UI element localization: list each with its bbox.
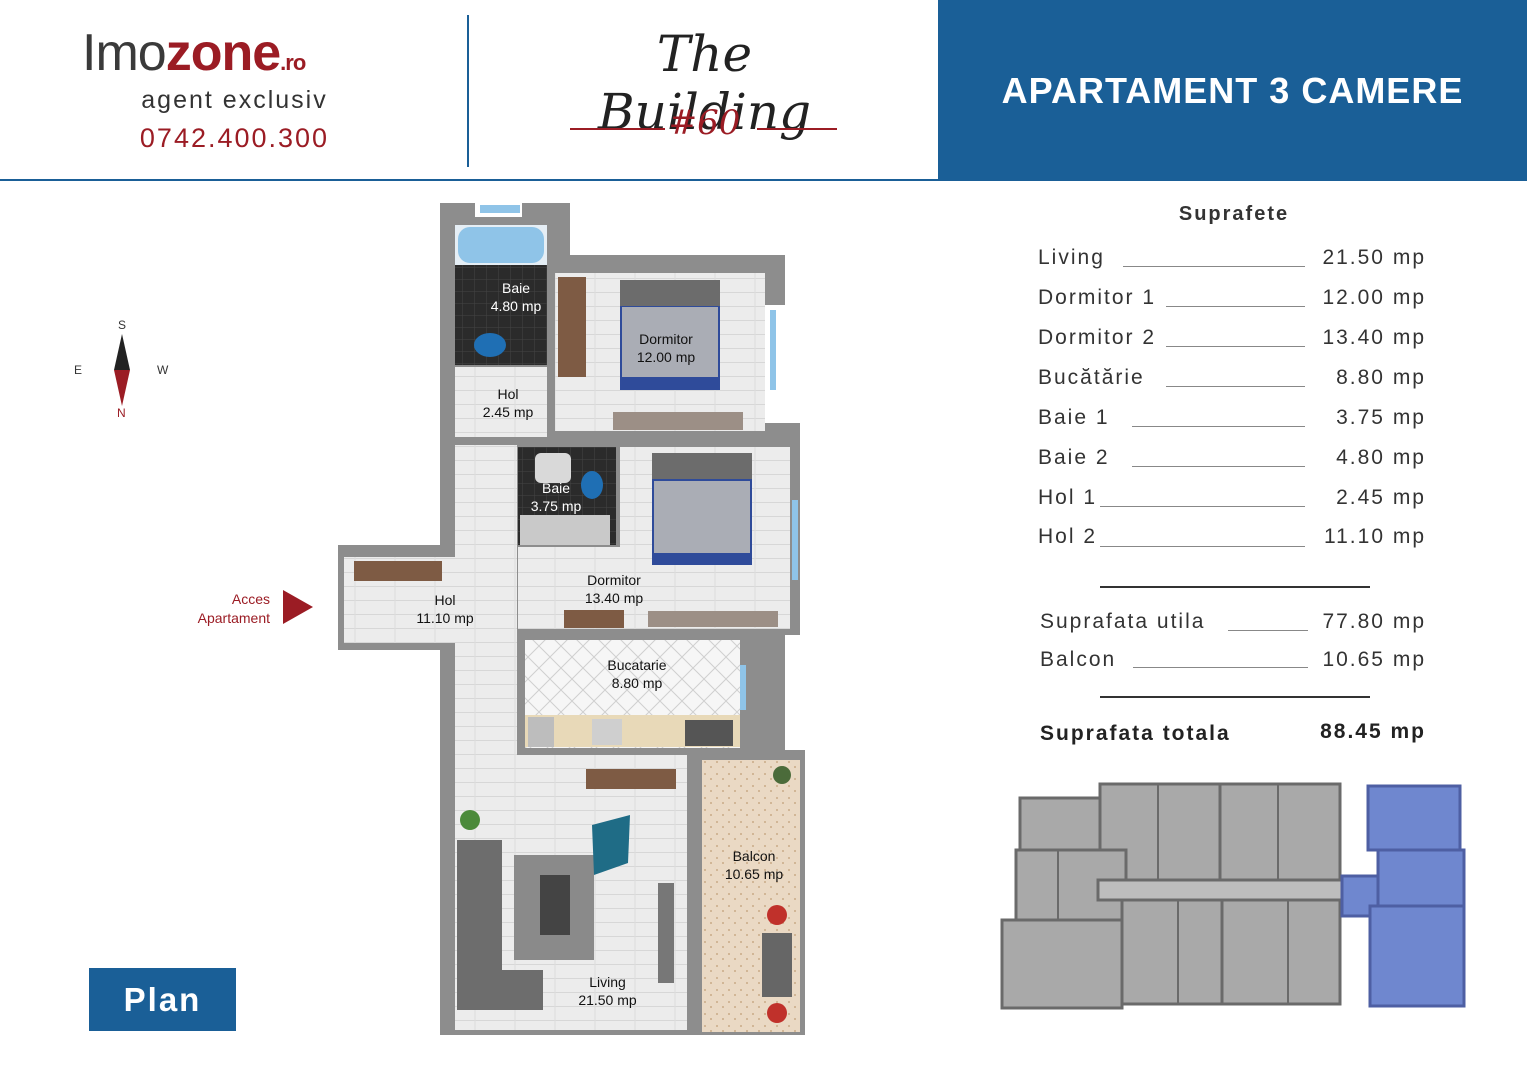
- surface-leader: [1123, 266, 1305, 267]
- surface-name: Hol 1: [1038, 486, 1098, 509]
- surface-leader: [1133, 667, 1308, 668]
- logo-main: Imo: [82, 24, 167, 82]
- header-underline: [0, 179, 940, 181]
- surface-leader: [1166, 306, 1305, 307]
- floor-plan-drawing: [338, 203, 805, 1035]
- surface-name: Dormitor 1: [1038, 286, 1157, 309]
- logo-tld: .ro: [280, 50, 306, 75]
- agent-text: agent exclusiv: [141, 86, 328, 114]
- compass-needle-icon: [114, 334, 130, 406]
- building-logo: The Building #60: [552, 25, 857, 150]
- logo-accent: zone: [165, 24, 281, 82]
- surface-value: 11.10 mp: [1324, 525, 1426, 548]
- surface-leader: [1100, 546, 1305, 547]
- building-line-left: [570, 128, 665, 130]
- compass-n: N: [117, 406, 126, 420]
- compass-e: E: [74, 363, 83, 377]
- surface-leader: [1228, 630, 1308, 631]
- imozone-logo[interactable]: Imozone.ro: [82, 27, 387, 79]
- separator-line: [1100, 586, 1370, 588]
- phone-number[interactable]: 0742.400.300: [139, 123, 330, 153]
- surface-value: 13.40 mp: [1322, 326, 1426, 349]
- title-banner: [938, 0, 1527, 181]
- surface-value: 4.80 mp: [1336, 446, 1426, 469]
- surfaces-title: Suprafete: [1178, 203, 1290, 225]
- building-line-right: [757, 128, 837, 130]
- surface-leader: [1100, 506, 1305, 507]
- surface-value: 3.75 mp: [1336, 406, 1426, 429]
- surface-value: 8.80 mp: [1336, 366, 1426, 389]
- util-surface-name: Suprafata utila: [1040, 610, 1206, 633]
- balcony-surface-value: 10.65 mp: [1322, 648, 1426, 671]
- building-key-plan-drawing: [1000, 782, 1466, 1010]
- surface-value: 21.50 mp: [1322, 246, 1426, 269]
- building-number: #60: [668, 103, 741, 143]
- surface-value: 2.45 mp: [1336, 486, 1426, 509]
- surface-leader: [1166, 346, 1305, 347]
- total-surface-name: Suprafata totala: [1040, 722, 1231, 745]
- util-surface-value: 77.80 mp: [1322, 610, 1426, 633]
- balcony-surface-name: Balcon: [1040, 648, 1117, 671]
- surface-name: Bucătărie: [1038, 366, 1145, 389]
- compass-s: S: [118, 318, 127, 332]
- compass-w: W: [157, 363, 169, 377]
- surface-leader: [1132, 426, 1305, 427]
- surface-value: 12.00 mp: [1322, 286, 1426, 309]
- surface-name: Dormitor 2: [1038, 326, 1157, 349]
- building-title: The Building: [597, 25, 812, 141]
- building-key-plan: [998, 780, 1468, 1012]
- surface-name: Baie 1: [1038, 406, 1110, 429]
- plan-button[interactable]: Plan: [89, 968, 236, 1031]
- surface-name: Living: [1038, 246, 1105, 269]
- entrance-arrow-icon: [283, 590, 313, 624]
- surface-leader: [1166, 386, 1305, 387]
- surface-name: Hol 2: [1038, 525, 1098, 548]
- separator-line: [1100, 696, 1370, 698]
- compass: S E W N: [70, 318, 175, 423]
- surface-leader: [1132, 466, 1305, 467]
- entrance-label-1: Acces: [231, 591, 270, 607]
- banner-title: APARTAMENT 3 CAMERE: [1001, 70, 1464, 111]
- surface-name: Baie 2: [1038, 446, 1110, 469]
- header-divider: [467, 15, 469, 167]
- total-surface-value: 88.45 mp: [1320, 720, 1426, 743]
- entrance-label-2: Apartament: [197, 610, 270, 626]
